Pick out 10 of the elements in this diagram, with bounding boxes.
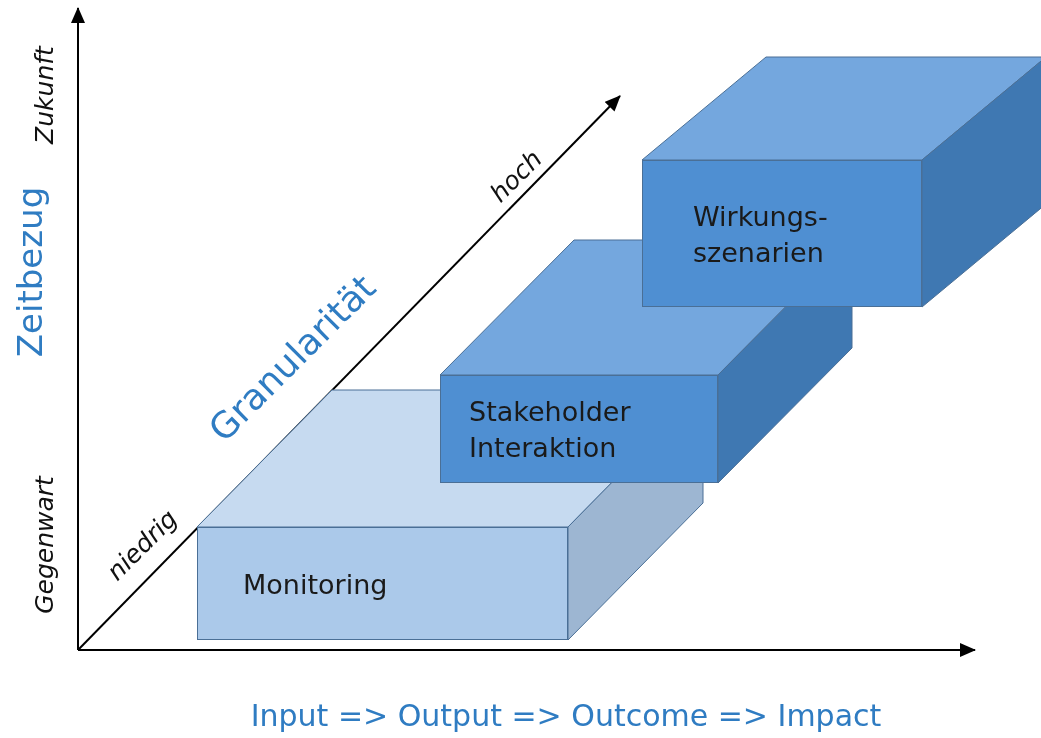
axis-title: Zeitbezug xyxy=(10,186,50,358)
axis-title: Input => Output => Outcome => Impact xyxy=(250,697,882,733)
block-label: Wirkungs- szenarien xyxy=(693,199,829,270)
axis-end-label: Zukunft xyxy=(29,46,59,144)
block-front-face xyxy=(440,375,718,483)
block-front-face xyxy=(197,527,568,640)
block-label: Stakeholder Interaktion xyxy=(469,394,632,465)
block-label: Monitoring xyxy=(243,567,389,602)
block-front-face xyxy=(642,160,922,307)
axis-end-label: Gegenwart xyxy=(29,476,59,614)
